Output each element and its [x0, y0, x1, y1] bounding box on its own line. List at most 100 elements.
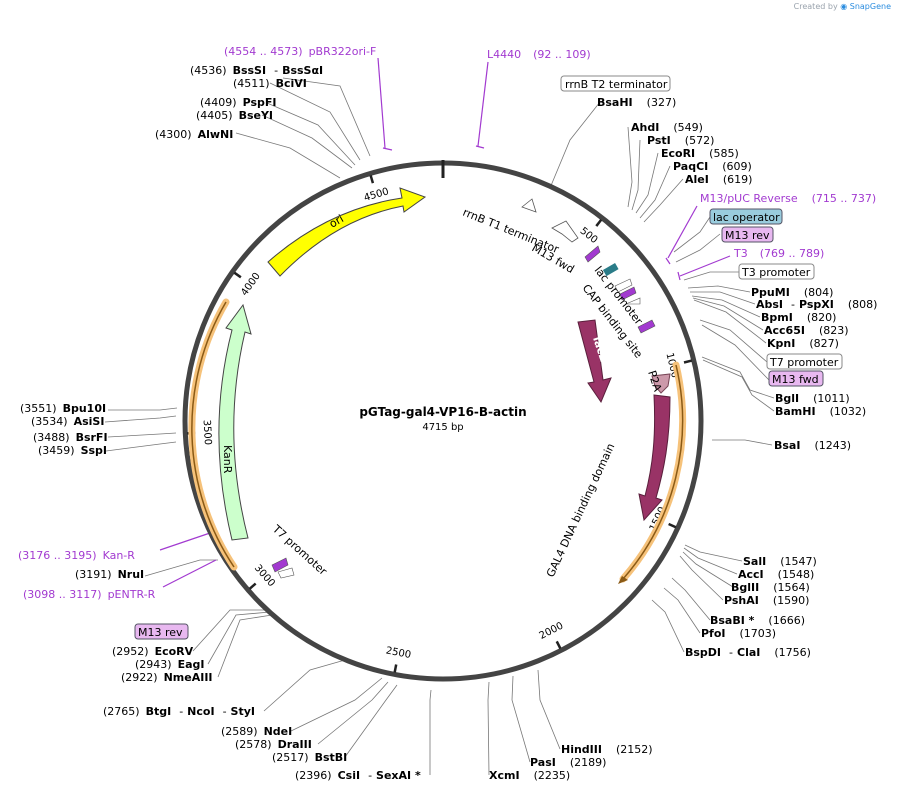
alei-label[interactable]: AleI(619): [685, 173, 752, 186]
asisi-label[interactable]: (3534)AsiSI: [31, 415, 104, 428]
t7-promoter-glyph-icon: [277, 567, 295, 579]
bsai-label[interactable]: BsaI(1243): [774, 439, 851, 452]
acc65i-label[interactable]: Acc65I(823): [764, 324, 849, 337]
lacz-alpha-feature[interactable]: [577, 319, 612, 404]
bstbi-label[interactable]: (2517)BstBI: [272, 751, 347, 764]
p2a-label: P2A: [645, 369, 664, 394]
plasmid-name: pGTag-gal4-VP16-B-actin: [359, 405, 526, 419]
gal4-dbd-feature[interactable]: [638, 394, 671, 522]
m13-rev-inner-primer-icon: [271, 557, 289, 573]
absi-label[interactable]: AbsI-PspXI(808): [756, 298, 877, 311]
p2a-feature[interactable]: [651, 373, 671, 394]
tick-mark: [595, 218, 603, 227]
tick-mark: [248, 582, 257, 590]
m13-rev-primer-icon: [619, 286, 637, 301]
nmeaiii-label[interactable]: (2922)NmeAIII: [121, 671, 213, 684]
t7-promoter-label[interactable]: T7 promoter: [769, 356, 839, 369]
acci-label[interactable]: AccI(1548): [738, 568, 814, 581]
bsabi-label[interactable]: BsaBI *(1666): [710, 614, 805, 627]
sali-label[interactable]: SalI(1547): [743, 555, 817, 568]
alwni-label[interactable]: (4300)AlwNI: [155, 128, 233, 141]
paqci-label[interactable]: PaqCI(609): [673, 160, 752, 173]
pasi-label[interactable]: PasI(2189): [530, 756, 606, 769]
hindiii-label[interactable]: HindIII(2152): [561, 743, 653, 756]
bsahi-label[interactable]: BsaHI(327): [597, 96, 676, 109]
pshai-label[interactable]: PshAI(1590): [724, 594, 809, 607]
psti-label[interactable]: PstI(572): [647, 134, 714, 147]
snapgene-brand: Created by ◉ SnapGene: [794, 2, 891, 11]
brand-created-by: Created by: [793, 2, 838, 11]
gal4-translation-arrow-icon: [618, 576, 628, 584]
m13-fwd-primer-icon: [584, 245, 601, 263]
tick-mark: [393, 664, 398, 673]
ahdi-label[interactable]: AhdI(549): [631, 121, 703, 134]
csii-label[interactable]: (2396)CsiI-SexAI *: [295, 769, 421, 782]
bpu10i-label[interactable]: (3551)Bpu10I: [20, 402, 106, 415]
tick-label: 4000: [239, 271, 263, 298]
m13-rev-label[interactable]: M13 rev: [725, 229, 770, 242]
bamhi-label[interactable]: BamHI(1032): [775, 405, 866, 418]
t3-promoter-label[interactable]: T3 promoter: [741, 266, 811, 279]
ecori-label[interactable]: EcoRI(585): [661, 147, 739, 160]
eagi-label[interactable]: (2943)EagI: [135, 658, 204, 671]
rrnb-t2-glyph-icon: [521, 198, 537, 213]
ndei-label[interactable]: (2589)NdeI: [221, 725, 292, 738]
m13-rev-box: [721, 226, 774, 243]
bsssi-label[interactable]: (4536)BssSI-BssSαI: [190, 64, 323, 77]
m13-fwd-label[interactable]: M13 fwd: [772, 373, 819, 386]
t3-label[interactable]: T3(769 .. 789): [733, 247, 824, 260]
t7-promoter-box: [766, 353, 843, 370]
kanr-label: KanR: [221, 445, 234, 474]
tick-mark: [683, 359, 693, 364]
bpmi-label[interactable]: BpmI(820): [761, 311, 836, 324]
tick-label: 2000: [538, 620, 566, 641]
m13-rev2-box: [134, 623, 189, 640]
tick-label: 500: [578, 226, 600, 246]
pspfi-label[interactable]: (4409)PspFI: [200, 96, 276, 109]
kanr-translation-line: [191, 301, 235, 568]
bgli-label[interactable]: BglI(1011): [775, 392, 850, 405]
pfoi-label[interactable]: PfoI(1703): [701, 627, 776, 640]
l4440-label[interactable]: L4440(92 .. 109): [487, 48, 591, 61]
lac-operator-label[interactable]: lac operator: [713, 211, 780, 224]
bglii-label[interactable]: BglII(1564): [731, 581, 810, 594]
ori-feature[interactable]: [267, 187, 427, 277]
rrnb-t2-box: [560, 75, 671, 92]
lac-operator-box: [709, 208, 783, 225]
tick-mark: [233, 271, 242, 279]
kpni-label[interactable]: KpnI(827): [767, 337, 839, 350]
gal4-translation-line: [622, 364, 684, 580]
pbr322ori-label[interactable]: (4554 .. 4573)pBR322ori-F: [224, 45, 376, 58]
rrnb-t2-label[interactable]: rrnB T2 terminator: [565, 78, 668, 91]
pentr-r-label[interactable]: (3098 .. 3117)pENTR-R: [23, 588, 156, 601]
ppumi-label[interactable]: PpuMI(804): [751, 286, 833, 299]
rrnb-t1-arrow-icon: [551, 220, 579, 243]
tick-mark: [369, 175, 375, 184]
draiii-label[interactable]: (2578)DraIII: [235, 738, 312, 751]
ecorv-label[interactable]: (2952)EcoRV: [112, 645, 194, 658]
xcmi-label[interactable]: XcmI(2235): [489, 769, 570, 782]
lac-promoter-glyph-icon: [614, 278, 633, 293]
tick-label: 3500: [201, 419, 213, 445]
tick-mark: [668, 522, 677, 529]
t3-promoter-box: [738, 263, 815, 280]
sspi-label[interactable]: (3459)SspI: [38, 444, 107, 457]
bseyi-label[interactable]: (4405)BseYI: [196, 109, 273, 122]
t3-primer-icon: [637, 319, 656, 334]
primer-callouts: [159, 57, 731, 588]
cap-site-glyph-icon: [625, 297, 641, 305]
bsrfi-label[interactable]: (3488)BsrFI: [33, 431, 108, 444]
bcivi-label[interactable]: (4511)BciVI: [233, 77, 307, 90]
btgi-label[interactable]: (2765)BtgI-NcoI-StyI: [103, 705, 255, 718]
tick-label: 2500: [385, 645, 412, 661]
kan-r-label[interactable]: (3176 .. 3195)Kan-R: [18, 549, 135, 562]
tick-mark: [555, 640, 562, 650]
bspdi-label[interactable]: BspDI-ClaI(1756): [685, 646, 811, 659]
m13puc-label[interactable]: M13/pUC Reverse(715 .. 737): [700, 192, 876, 205]
ori-label: ori: [327, 212, 346, 230]
lac-operator-glyph-icon: [602, 263, 619, 277]
kanr-feature[interactable]: [218, 303, 252, 541]
nrui-label[interactable]: (3191)NruI: [75, 568, 144, 581]
m13-rev2-label[interactable]: M13 rev: [138, 626, 183, 639]
